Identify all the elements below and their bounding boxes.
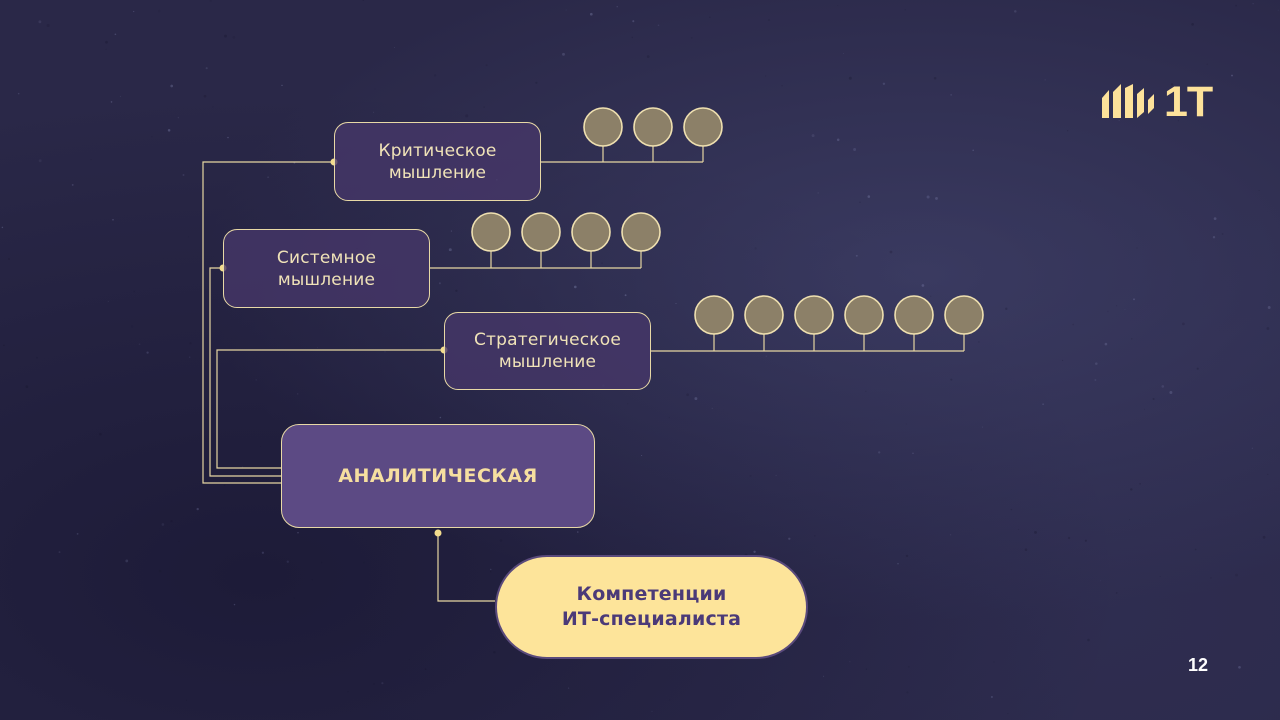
leaf-circle-critical xyxy=(633,107,673,147)
leaf-circle-strategic xyxy=(744,295,784,335)
leaf-circle-strategic xyxy=(794,295,834,335)
logo-icon xyxy=(1102,84,1154,118)
leaf-circle-critical xyxy=(683,107,723,147)
leaf-circle-systemic xyxy=(571,212,611,252)
leaf-circle-strategic xyxy=(844,295,884,335)
node-systemic-label: Системное мышление xyxy=(276,247,377,290)
connector-strategic xyxy=(216,349,444,469)
connector-critical xyxy=(202,161,334,484)
leaf-circle-systemic xyxy=(521,212,561,252)
node-competency-root: Компетенции ИТ-специалиста xyxy=(495,555,808,659)
leaf-circle-critical xyxy=(583,107,623,147)
node-analytic-label: АНАЛИТИЧЕСКАЯ xyxy=(338,465,538,487)
leaf-circle-strategic xyxy=(694,295,734,335)
node-competency-label: Компетенции ИТ-специалиста xyxy=(561,583,742,630)
connector-hub-root xyxy=(437,532,495,602)
leaf-circle-systemic xyxy=(471,212,511,252)
leaf-circle-strategic xyxy=(894,295,934,335)
node-systemic-thinking: Системное мышление xyxy=(223,229,430,308)
leaf-circle-systemic xyxy=(621,212,661,252)
connector-systemic xyxy=(209,267,281,477)
node-analytic-hub: АНАЛИТИЧЕСКАЯ xyxy=(281,424,595,528)
logo-text: 1T xyxy=(1164,78,1213,126)
connector-dot-hub xyxy=(434,529,442,537)
node-critical-label: Критическое мышление xyxy=(378,140,497,183)
leaf-circle-strategic xyxy=(944,295,984,335)
node-strategic-label: Стратегическое мышление xyxy=(473,330,622,372)
node-strategic-thinking: Стратегическое мышление xyxy=(444,312,651,390)
page-number: 12 xyxy=(1188,655,1209,675)
node-critical-thinking: Критическое мышление xyxy=(334,122,541,201)
